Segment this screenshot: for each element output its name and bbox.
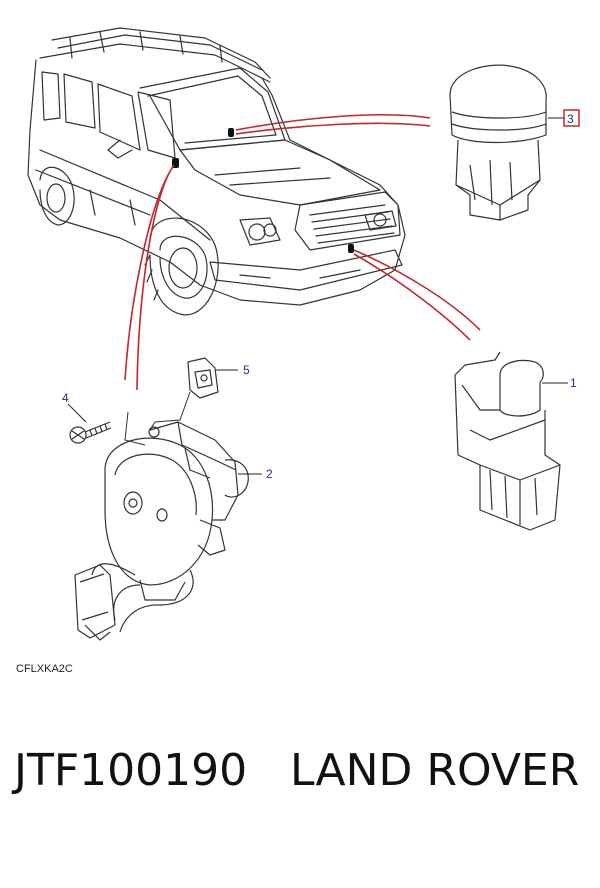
part-4-screw bbox=[69, 421, 112, 444]
diagram-reference-code: CFLXKA2C bbox=[16, 663, 73, 675]
callout-3-highlight-box bbox=[563, 109, 580, 127]
part-caption: JTF100190 LAND ROVER bbox=[0, 735, 600, 815]
leader-lines bbox=[124, 113, 481, 391]
callout-1-label: 1 bbox=[570, 376, 577, 390]
part-number: JTF100190 bbox=[14, 745, 248, 796]
callout-3-label: 3 bbox=[567, 112, 574, 126]
vehicle-illustration bbox=[27, 27, 406, 316]
callout-2-label: 2 bbox=[266, 467, 273, 481]
callout-4-label: 4 bbox=[62, 391, 69, 405]
part-3-sensor bbox=[449, 64, 547, 221]
brand-name: LAND ROVER bbox=[290, 745, 580, 796]
part-2-actuator bbox=[74, 421, 249, 641]
callout-5-label: 5 bbox=[243, 363, 250, 377]
connector-wire bbox=[149, 391, 191, 431]
part-1-sensor bbox=[454, 351, 561, 531]
part-5-clip bbox=[187, 357, 219, 399]
parts-diagram: 3 1 5 4 bbox=[16, 27, 580, 675]
